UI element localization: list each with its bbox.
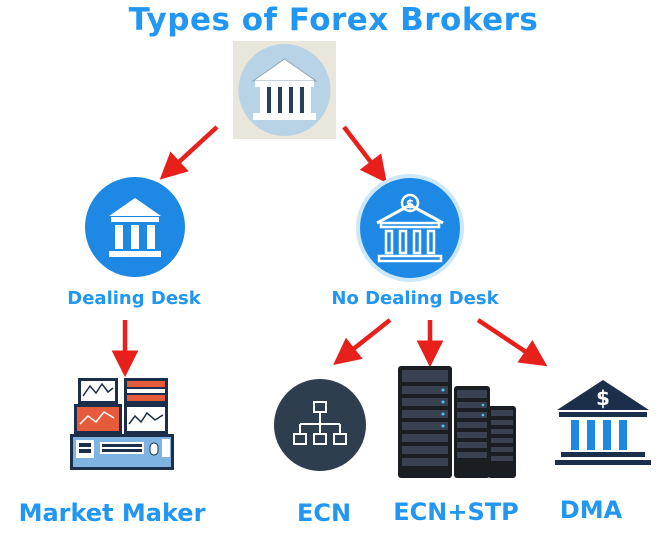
trading-desk-icon [70,378,174,470]
bank-icon [233,41,336,139]
bank-icon [85,177,185,277]
network-icon [274,379,366,471]
arrow-root-to-dealing-desk [159,125,219,180]
arrow-root-to-no-dealing-desk [342,125,387,183]
svg-text:$: $ [596,386,610,410]
page-title: Types of Forex Brokers [128,2,539,38]
ecn-stp-label: ECN+STP [393,498,519,526]
bank-dollar-icon: $ [555,380,651,465]
dma-node: $ [553,378,653,470]
ecn-label: ECN [296,499,352,527]
market-maker-node [70,376,180,472]
dma-label: DMA [559,496,623,524]
ecn-stp-node [396,366,518,480]
no-dealing-desk-node: $ [355,173,465,283]
arrow-ndd-to-dma [476,318,548,367]
dealing-desk-node [84,176,186,278]
arrow-ndd-to-ecn [333,318,392,365]
bank-dollar-icon: $ [356,174,464,282]
server-rack-icon [398,366,516,478]
no-dealing-desk-label: No Dealing Desk [331,288,499,309]
market-maker-label: Market Maker [18,499,206,527]
root-node [233,41,336,139]
dealing-desk-label: Dealing Desk [67,288,201,309]
ecn-node [273,378,367,472]
